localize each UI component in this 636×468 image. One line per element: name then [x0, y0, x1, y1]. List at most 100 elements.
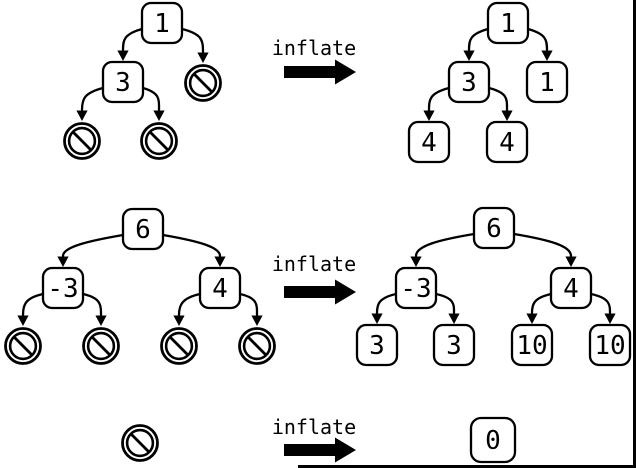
arrowhead-icon: [17, 315, 29, 326]
edge-arrow: [81, 292, 103, 317]
node-value: 1: [154, 9, 170, 39]
edge-arrow: [161, 233, 222, 258]
node-value: 4: [421, 128, 437, 158]
node-box: [588, 323, 632, 367]
node-value: 4: [499, 128, 515, 158]
edge-arrow: [141, 86, 161, 112]
edge-arrow: [80, 86, 105, 112]
node-value: 3: [461, 68, 477, 98]
edge-arrow: [512, 232, 573, 258]
node-box: [472, 206, 516, 250]
tree-node: -3: [41, 266, 85, 310]
tree-node: 6: [472, 206, 516, 250]
node-value: 3: [369, 331, 385, 361]
tree-node: 3: [447, 60, 491, 104]
inflate-arrow-icon: [284, 59, 356, 85]
node-box: [355, 323, 399, 367]
node-value: 6: [135, 215, 151, 245]
node-value: 3: [446, 331, 462, 361]
tree-node: 10: [510, 323, 554, 367]
edge-arrow: [434, 292, 456, 315]
inflate-operation-row1: inflate: [272, 36, 356, 85]
row-1: 1 3 inflate 1: [63, 1, 569, 164]
arrowhead-icon: [410, 256, 422, 267]
node-box: [407, 120, 451, 164]
node-value: 1: [539, 68, 555, 98]
edge-arrow: [467, 27, 490, 52]
node-box: [447, 60, 491, 104]
tree-node: 4: [485, 120, 529, 164]
node-box: [525, 60, 569, 104]
node-value: -3: [47, 274, 78, 304]
edge-arrow: [121, 27, 144, 52]
null-node-icon: [82, 327, 120, 365]
edge-arrow: [180, 27, 205, 54]
arrowhead-icon: [153, 110, 165, 121]
arrowhead-icon: [501, 110, 513, 121]
edge-arrow: [61, 233, 125, 258]
tree-row1-after: 1 3 1 4 4: [407, 1, 569, 164]
tree-node: 10: [588, 323, 632, 367]
node-value: 1: [500, 9, 516, 39]
node-box: [469, 416, 517, 464]
node-box: [485, 120, 529, 164]
null-node-icon: [160, 327, 198, 365]
node-box: [432, 323, 476, 367]
tree-node: 1: [486, 1, 530, 45]
edge-arrow: [526, 27, 549, 52]
arrowhead-icon: [76, 110, 88, 121]
null-node-icon: [121, 424, 159, 462]
node-value: 6: [486, 214, 502, 244]
tree-node: 3: [432, 323, 476, 367]
node-box: [549, 266, 593, 310]
null-node-icon: [4, 327, 42, 365]
screenshot-right-border: [633, 0, 636, 468]
null-node-icon: [238, 327, 276, 365]
null-node-icon: [184, 64, 222, 102]
arrowhead-icon: [173, 315, 185, 326]
arrowhead-icon: [57, 256, 69, 267]
arrowhead-icon: [526, 313, 538, 324]
null-node-icon: [63, 122, 101, 160]
edge-arrow: [414, 232, 476, 258]
tree-row2-before: 6 -3 4: [4, 207, 276, 365]
tree-node: 1: [140, 1, 184, 45]
inflate-arrow-icon: [284, 437, 356, 463]
tree-node: 4: [549, 266, 593, 310]
edge-arrow: [238, 292, 259, 317]
tree-node: 3: [355, 323, 399, 367]
node-box: [121, 207, 165, 251]
arrowhead-icon: [251, 315, 263, 326]
edge-arrow: [530, 292, 553, 315]
node-box: [510, 323, 554, 367]
screenshot-bottom-border: [298, 465, 636, 468]
arrowhead-icon: [604, 313, 616, 324]
node-box: [101, 60, 145, 104]
node-box: [394, 266, 438, 310]
arrowhead-icon: [463, 50, 475, 61]
tree-node: -3: [394, 266, 438, 310]
node-value: -3: [400, 274, 431, 304]
tree-node: 4: [407, 120, 451, 164]
tree-node: 6: [121, 207, 165, 251]
arrowhead-icon: [117, 50, 129, 61]
inflate-label: inflate: [272, 415, 356, 439]
arrowhead-icon: [448, 313, 460, 324]
arrowhead-icon: [197, 52, 209, 63]
edge-arrow: [427, 86, 451, 112]
node-value: 4: [212, 274, 228, 304]
edge-arrow: [375, 292, 398, 315]
inflate-arrow-icon: [284, 279, 356, 305]
inflate-operation-row3: inflate: [272, 415, 356, 463]
tree-node: 1: [525, 60, 569, 104]
tree-node: 3: [101, 60, 145, 104]
arrowhead-icon: [95, 315, 107, 326]
edge-arrow: [589, 292, 612, 315]
arrowhead-icon: [541, 50, 553, 61]
tree-row2-after: 6 -3 4 3 3 10: [355, 206, 632, 367]
node-value: 0: [485, 426, 501, 456]
null-node-icon: [140, 122, 178, 160]
node-value: 4: [563, 274, 579, 304]
node-box: [198, 266, 242, 310]
